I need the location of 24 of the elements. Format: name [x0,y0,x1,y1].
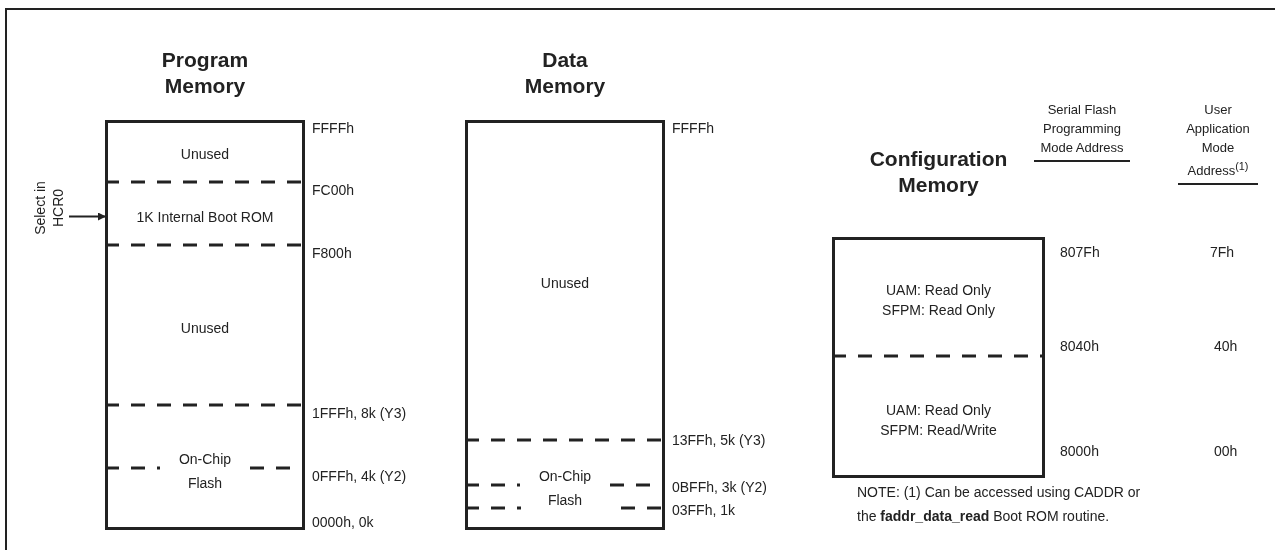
address-label: 8040h [1060,338,1099,354]
address-label: F800h [312,245,352,261]
heading: Configuration Memory [868,146,1009,198]
column-header: User Application Mode Address$^{(1)}$ [1178,100,1258,186]
address-label: 0000h, 0k [312,514,374,530]
address-label: 1FFFh, 8k (Y3) [312,405,407,421]
address-label: 0FFFh, 4k (Y2) [312,468,407,484]
address-label: 0BFFh, 3k (Y2) [672,479,767,495]
address-label: 03FFh, 1k [672,502,736,518]
address-label: FC00h [312,182,355,198]
address-label: 13FFh, 5k (Y3) [672,432,766,448]
column-header: Serial Flash Programming Mode Address [1034,100,1130,162]
address-label: 807Fh [1060,244,1100,260]
heading: Program Memory [160,47,250,99]
side-label: Select in HCR0 [31,173,67,243]
address-label: 7Fh [1210,244,1235,260]
address-label: FFFFh [672,120,714,136]
address-label: 00h [1214,443,1238,459]
address-label: 8000h [1060,443,1099,459]
address-label: FFFFh [312,120,354,136]
arrow [68,212,106,221]
address-label: 40h [1214,338,1238,354]
heading: Data Memory [523,47,607,99]
footnote: NOTE: (1) Can be accessed using CADDR or the faddr_data_read Boot ROM routine. [857,483,1142,526]
